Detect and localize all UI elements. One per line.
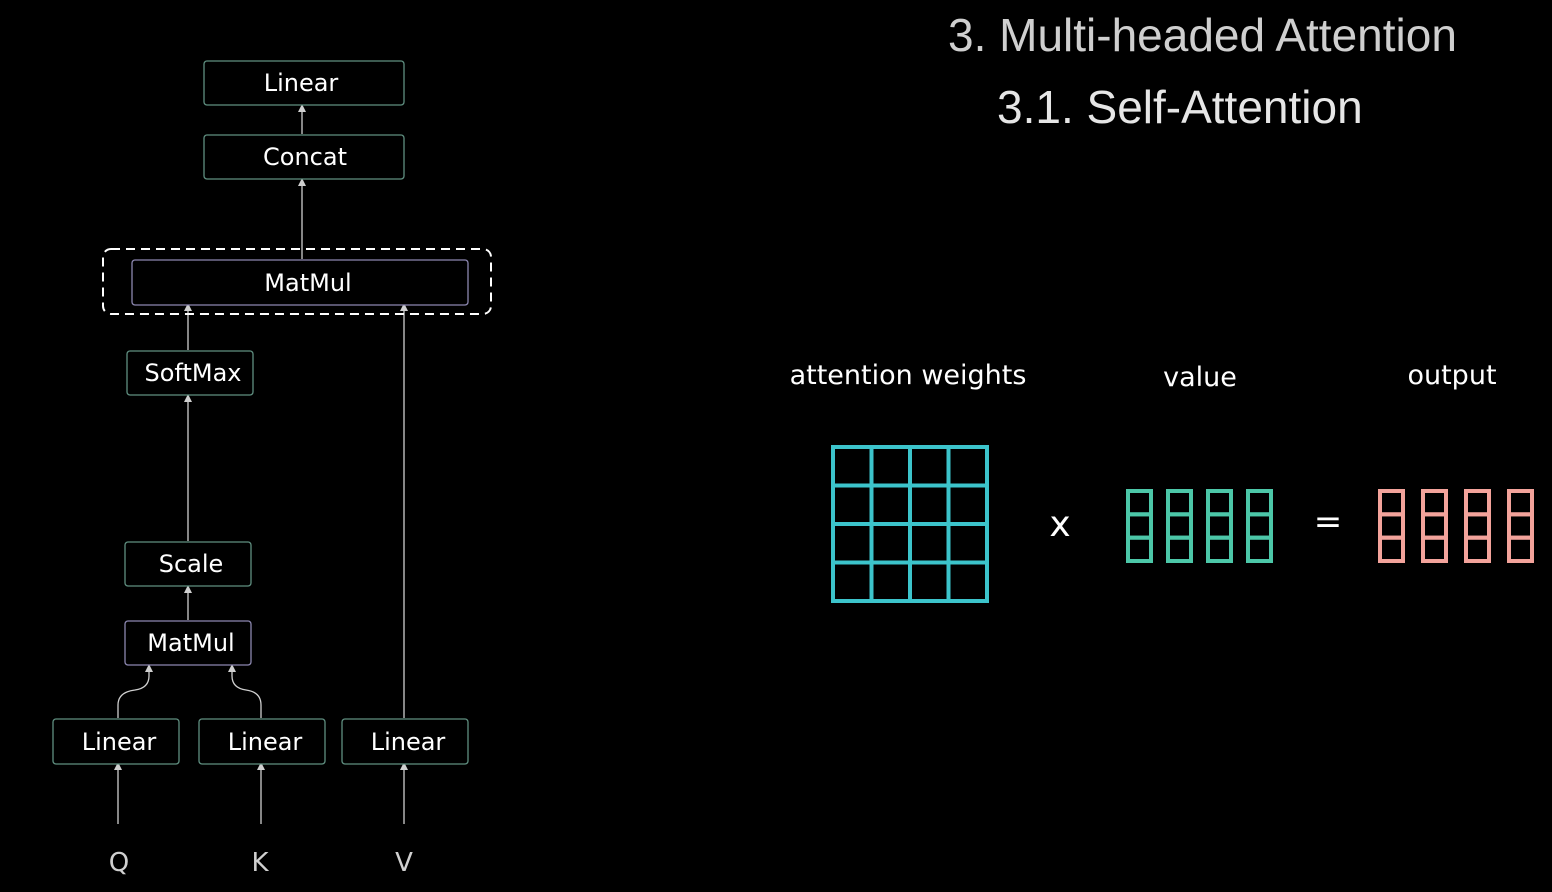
- input-v-label: V: [395, 848, 413, 878]
- connectors: [114, 104, 408, 824]
- block-linear-v-label: Linear: [371, 728, 446, 756]
- block-concat: Concat: [203, 134, 405, 180]
- attention-weights-label: attention weights: [790, 360, 1027, 391]
- block-softmax: SoftMax: [126, 350, 254, 396]
- input-k-label: K: [251, 848, 269, 878]
- value-vector-cell: [1206, 489, 1233, 517]
- block-linear-v: Linear: [341, 718, 469, 765]
- output-vector-cell: [1464, 489, 1491, 517]
- weights-cell: [831, 483, 874, 526]
- value-vector-cell: [1126, 512, 1153, 540]
- value-vector-cell: [1246, 512, 1273, 540]
- weights-cell: [831, 445, 874, 488]
- weights-cell: [869, 483, 912, 526]
- weights-cell: [908, 522, 951, 565]
- block-linear-k-label: Linear: [228, 728, 303, 756]
- value-vector-cell: [1246, 535, 1273, 564]
- block-softmax-label: SoftMax: [145, 359, 242, 387]
- value-label: value: [1163, 362, 1237, 393]
- slide-subtitle: 3.1. Self-Attention: [997, 81, 1363, 133]
- value-vector-cell: [1206, 512, 1233, 540]
- value-vector-cell: [1206, 535, 1233, 564]
- weights-cell: [831, 560, 874, 603]
- attention-weights-matrix: [831, 445, 989, 603]
- weights-cell: [869, 445, 912, 488]
- block-scale: Scale: [124, 541, 252, 587]
- output-vector-cell: [1464, 535, 1491, 564]
- output-vector-cell: [1421, 489, 1448, 517]
- weights-cell: [869, 560, 912, 603]
- arrow-linear-q-to-matmul: [117, 664, 153, 718]
- weights-cell: [908, 560, 951, 603]
- weights-cell: [908, 445, 951, 488]
- block-linear-top-label: Linear: [264, 69, 339, 97]
- weights-cell: [908, 483, 951, 526]
- output-vector-cell: [1378, 489, 1405, 517]
- matmul-highlight-dashed-box: [102, 248, 492, 315]
- value-vector-cell: [1166, 512, 1193, 540]
- output-vector-cell: [1507, 535, 1534, 564]
- weights-cell: [831, 522, 874, 565]
- slide-title: 3. Multi-headed Attention: [948, 9, 1457, 61]
- block-linear-k: Linear: [198, 718, 326, 765]
- block-linear-top: Linear: [203, 60, 405, 106]
- block-matmul-bottom-label: MatMul: [147, 629, 234, 657]
- block-scale-label: Scale: [159, 550, 224, 578]
- weights-cell: [946, 483, 989, 526]
- block-concat-label: Concat: [263, 143, 347, 171]
- weights-cell: [869, 522, 912, 565]
- output-vector-cell: [1464, 512, 1491, 540]
- value-vector-cell: [1166, 535, 1193, 564]
- value-vector-cell: [1166, 489, 1193, 517]
- block-linear-q-label: Linear: [82, 728, 157, 756]
- output-vectors: [1378, 489, 1534, 564]
- output-vector-cell: [1378, 535, 1405, 564]
- equals-sign: =: [1314, 502, 1343, 542]
- output-vector-cell: [1507, 489, 1534, 517]
- weights-cell: [946, 560, 989, 603]
- block-linear-q: Linear: [52, 718, 180, 765]
- weights-cell: [946, 522, 989, 565]
- value-vector-cell: [1126, 489, 1153, 517]
- value-vectors: [1126, 489, 1273, 564]
- block-matmul-top-label: MatMul: [264, 269, 351, 297]
- value-vector-cell: [1126, 535, 1153, 564]
- value-vector-cell: [1246, 489, 1273, 517]
- output-vector-cell: [1507, 512, 1534, 540]
- output-label: output: [1407, 360, 1496, 391]
- multiply-sign: x: [1049, 504, 1070, 545]
- output-vector-cell: [1378, 512, 1405, 540]
- block-matmul-bottom: MatMul: [124, 620, 252, 666]
- block-matmul-top: MatMul: [131, 259, 469, 306]
- output-vector-cell: [1421, 512, 1448, 540]
- input-q-label: Q: [109, 848, 129, 878]
- arrow-linear-k-to-matmul: [228, 664, 262, 718]
- output-vector-cell: [1421, 535, 1448, 564]
- weights-cell: [946, 445, 989, 488]
